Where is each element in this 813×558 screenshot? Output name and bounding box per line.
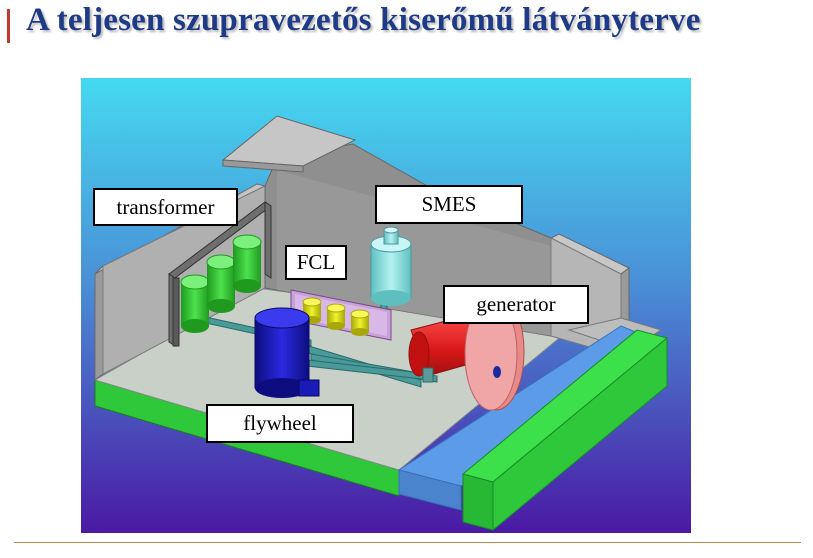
smes-unit [370,226,412,306]
flywheel-unit [254,307,320,398]
power-plant-illustration [81,78,691,533]
green-barrier-front [462,473,494,531]
label-generator: generator [443,285,589,324]
transformer-cylinder [232,234,262,293]
water-front [398,469,462,511]
label-flywheel: flywheel [206,404,354,443]
green-barrier-side [492,336,668,532]
label-fcl: FCL [285,245,347,280]
transformer-unit [168,201,272,347]
label-transformer: transformer [93,188,238,226]
page-title: A teljesen szupravezetős kiserőmű látván… [26,2,701,38]
transformer-cylinder [206,254,236,313]
label-smes: SMES [375,185,523,224]
title-accent-bar [7,9,10,43]
left-wall-face [94,264,104,381]
bottom-divider [14,542,801,543]
roof-cap-front [222,159,304,173]
transformer-cylinder [180,274,210,333]
